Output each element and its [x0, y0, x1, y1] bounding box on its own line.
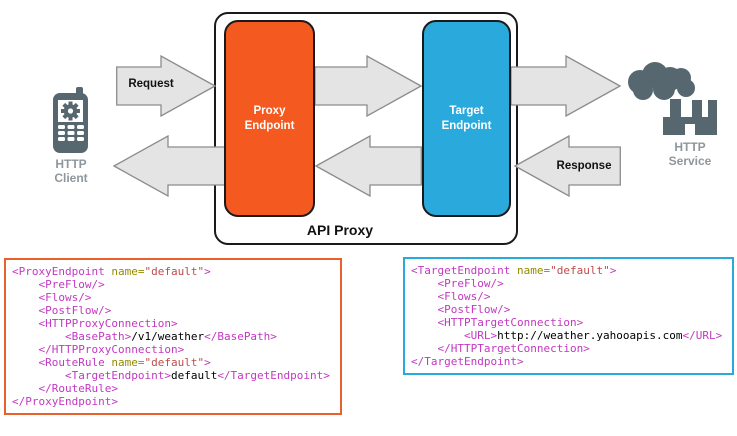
response-arrow [514, 135, 621, 197]
code-line: <ProxyEndpoint name="default"> [12, 265, 211, 278]
code-line: </TargetEndpoint> [411, 355, 524, 368]
target-endpoint-xml-snippet: <TargetEndpoint name="default"> <PreFlow… [403, 257, 734, 375]
code-line: <TargetEndpoint>default</TargetEndpoint> [12, 369, 330, 382]
http-service-label: HTTP Service [668, 140, 712, 168]
proxy-endpoint-xml-snippet: <ProxyEndpoint name="default"> <PreFlow/… [4, 258, 342, 415]
code-line: <HTTPTargetConnection> [411, 316, 584, 329]
response-arrow-label: Response [556, 160, 612, 172]
code-line: <PreFlow/> [12, 278, 105, 291]
proxy-endpoint-label: Proxy Endpoint [244, 104, 295, 132]
code-line: <Flows/> [411, 290, 491, 303]
request-arrow-label: Request [128, 78, 174, 90]
code-line: <HTTPProxyConnection> [12, 317, 178, 330]
target-to-proxy-arrow [315, 135, 422, 197]
factory-smoke-cloud-icon [618, 58, 723, 143]
code-line: <PostFlow/> [411, 303, 511, 316]
code-line: <TargetEndpoint name="default"> [411, 264, 617, 277]
code-line: <Flows/> [12, 291, 92, 304]
code-line: <PostFlow/> [12, 304, 112, 317]
code-line: <RouteRule name="default"> [12, 356, 211, 369]
mobile-phone-gear-icon [44, 86, 98, 161]
code-line: <PreFlow/> [411, 277, 504, 290]
code-line: </HTTPTargetConnection> [411, 342, 590, 355]
code-line: <BasePath>/v1/weather</BasePath> [12, 330, 277, 343]
code-line: <URL>http://weather.yahooapis.com</URL> [411, 329, 723, 342]
http-client-label: HTTP Client [54, 157, 88, 185]
target-endpoint-box: Target Endpoint [422, 20, 511, 217]
target-to-service-arrow [511, 55, 621, 117]
request-arrow [116, 55, 216, 117]
target-endpoint-label: Target Endpoint [441, 104, 492, 132]
proxy-to-target-arrow [315, 55, 422, 117]
proxy-endpoint-box: Proxy Endpoint [224, 20, 315, 217]
code-line: </HTTPProxyConnection> [12, 343, 185, 356]
code-line: </ProxyEndpoint> [12, 395, 118, 408]
proxy-to-client-arrow [113, 135, 226, 197]
api-proxy-label: API Proxy [306, 222, 374, 238]
code-line: </RouteRule> [12, 382, 118, 395]
